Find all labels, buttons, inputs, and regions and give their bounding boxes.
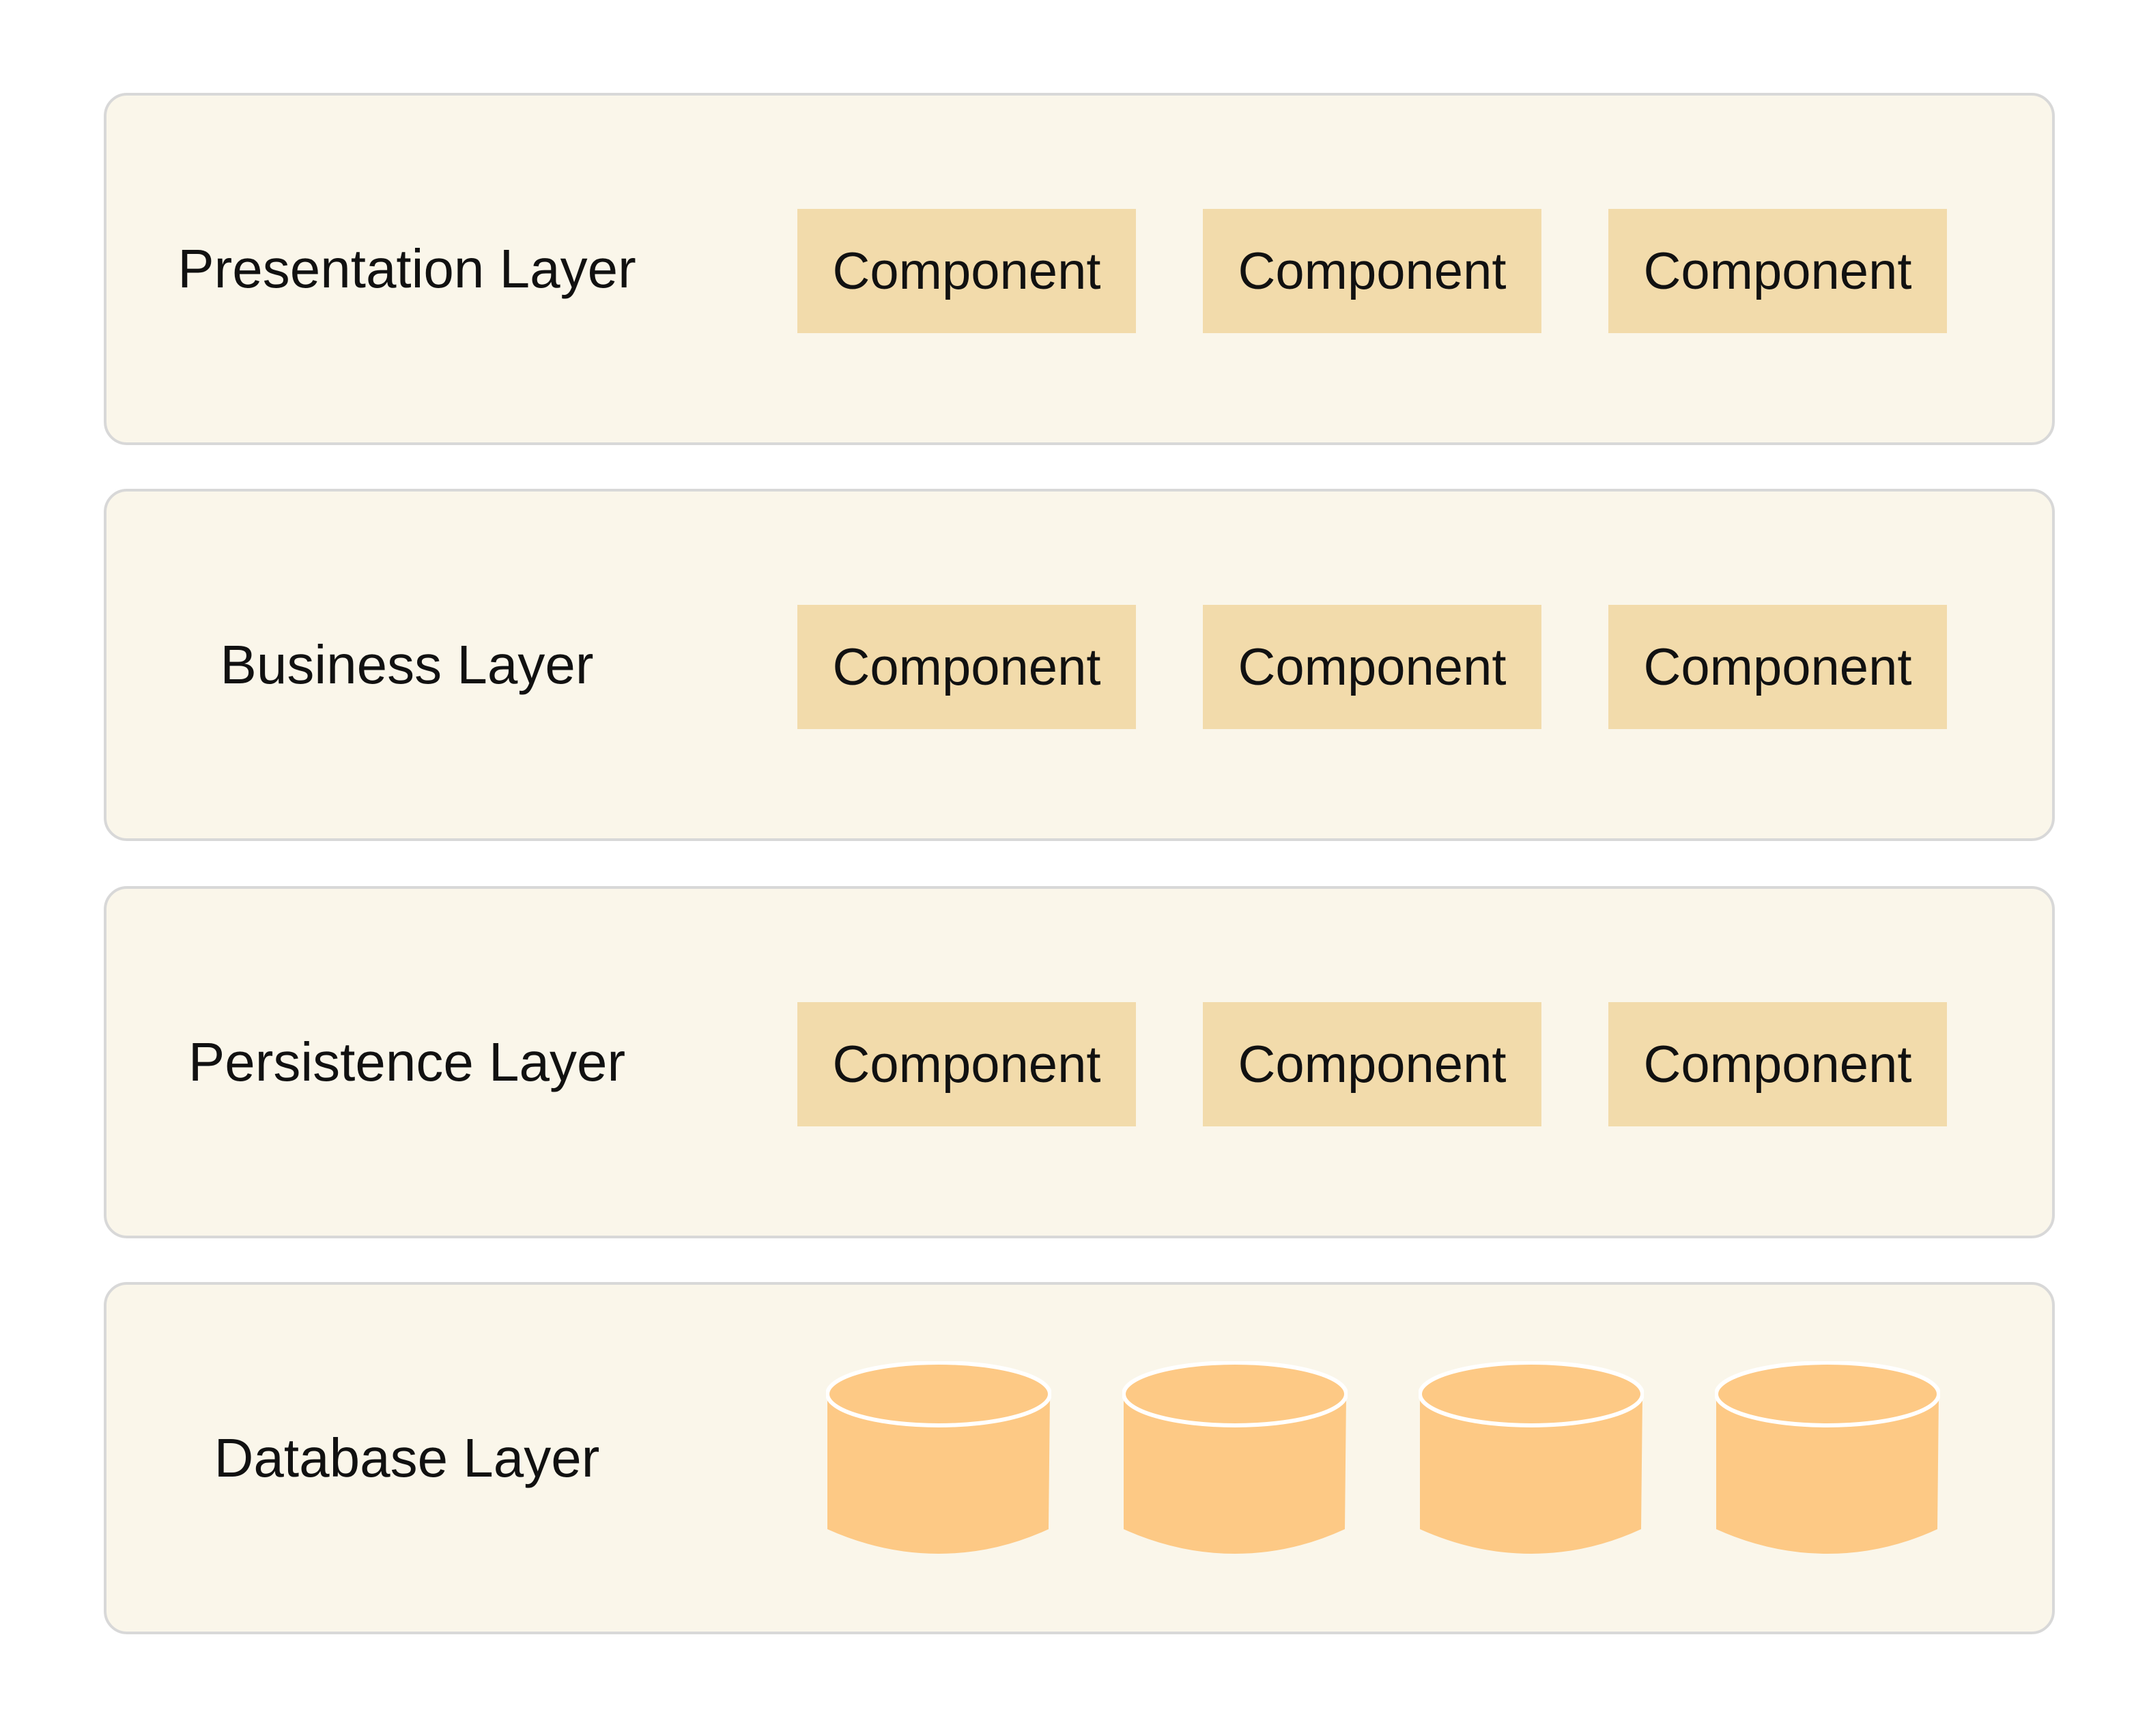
business-layer-panel: Business Layer Component Component Compo…: [104, 489, 2055, 841]
component-box: Component: [1203, 605, 1541, 729]
database-icon: [826, 1361, 1051, 1554]
component-box: Component: [1608, 209, 1947, 333]
layer-label: Business Layer: [220, 634, 594, 695]
database-icon: [1122, 1361, 1348, 1554]
component-box: Component: [1203, 209, 1541, 333]
database-icon: [1419, 1361, 1644, 1554]
database-layer-panel: Database Layer: [104, 1282, 2055, 1634]
component-box: Component: [1608, 605, 1947, 729]
component-box: Component: [797, 605, 1136, 729]
component-box: Component: [797, 1002, 1136, 1126]
layer-label: Database Layer: [214, 1427, 600, 1488]
presentation-layer-panel: Presentation Layer Component Component C…: [104, 93, 2055, 445]
component-box: Component: [797, 209, 1136, 333]
layer-label: Persistence Layer: [188, 1031, 626, 1092]
layer-label: Presentation Layer: [177, 238, 636, 299]
database-icon: [1715, 1361, 1940, 1554]
component-box: Component: [1203, 1002, 1541, 1126]
component-box: Component: [1608, 1002, 1947, 1126]
persistence-layer-panel: Persistence Layer Component Component Co…: [104, 886, 2055, 1238]
